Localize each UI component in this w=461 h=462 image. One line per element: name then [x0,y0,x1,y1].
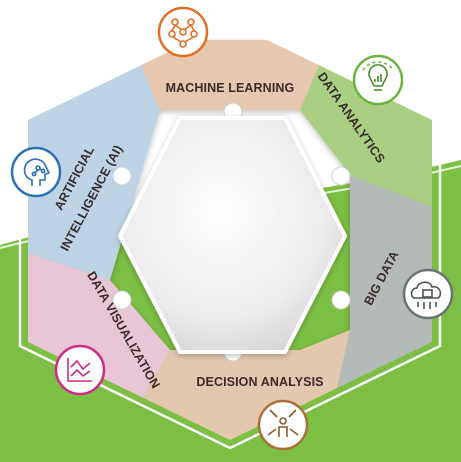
neural-network-icon [157,6,209,58]
cloud-chip-icon [402,268,454,320]
label-decision-analysis: DECISION ANALYSIS [196,375,323,389]
center-hexagon [117,116,348,354]
segment-machine-learning [130,40,330,110]
lightbulb-chart-icon [352,54,404,106]
decision-person-icon [257,399,309,451]
segment-data-analytics [300,40,432,210]
label-machine-learning: MACHINE LEARNING [166,81,295,95]
segment-ring [28,40,432,440]
ai-head-icon [10,146,62,198]
chart-visualization-icon [54,344,106,396]
outer-outline [18,12,442,450]
